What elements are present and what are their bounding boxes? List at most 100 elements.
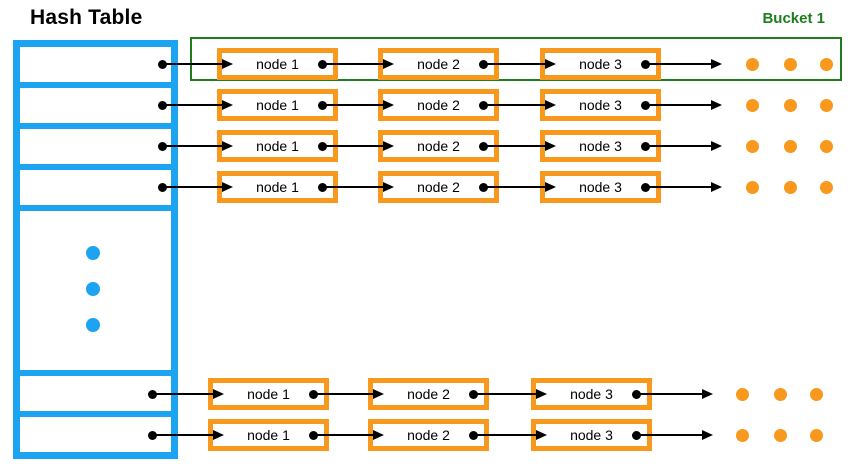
arrow-line: [322, 145, 385, 147]
arrow-head: [222, 182, 233, 192]
arrow-head: [383, 182, 394, 192]
node-label: node 2: [417, 138, 460, 154]
chain-ellipsis-dot: [745, 139, 759, 153]
arrow-head: [545, 59, 556, 69]
table-ellipsis-dot: [86, 282, 100, 296]
arrow-head: [702, 389, 713, 399]
chain-ellipsis-dot: [773, 387, 787, 401]
diagram-title: Hash Table: [30, 6, 143, 29]
chain-ellipsis-dot: [783, 180, 797, 194]
node-box: node 3: [531, 378, 652, 410]
node-label: node 1: [256, 56, 299, 72]
arrow-head: [711, 182, 722, 192]
arrow-line: [483, 104, 547, 106]
chain-ellipsis-dot: [809, 387, 823, 401]
chain-ellipsis-dot: [773, 428, 787, 442]
arrow-line: [636, 393, 704, 395]
arrow-head: [711, 100, 722, 110]
chain-ellipsis-dot: [783, 98, 797, 112]
node-label: node 3: [579, 97, 622, 113]
node-box: node 3: [540, 48, 661, 80]
arrow-line: [645, 63, 713, 65]
node-box: node 3: [540, 89, 661, 121]
bucket-1-label: Bucket 1: [762, 10, 825, 27]
arrow-head: [222, 100, 233, 110]
hash-slot-4: [20, 170, 171, 205]
arrow-head: [373, 430, 384, 440]
hash-slot-6: [20, 417, 171, 452]
arrow-line: [322, 63, 385, 65]
chain-ellipsis-dot: [783, 57, 797, 71]
arrow-line: [322, 186, 385, 188]
arrow-head: [213, 430, 224, 440]
chain-ellipsis-dot: [819, 57, 833, 71]
arrow-head: [536, 389, 547, 399]
hash-slot-1: [20, 47, 171, 82]
arrow-line: [483, 186, 547, 188]
arrow-line: [152, 393, 215, 395]
arrow-head: [222, 59, 233, 69]
node-label: node 2: [417, 179, 460, 195]
node-label: node 1: [256, 97, 299, 113]
arrow-line: [313, 393, 375, 395]
node-box: node 2: [368, 378, 489, 410]
arrow-line: [645, 186, 713, 188]
hash-table-array: [13, 40, 178, 459]
node-label: node 1: [247, 427, 290, 443]
arrow-line: [162, 63, 224, 65]
arrow-head: [545, 182, 556, 192]
arrow-head: [545, 100, 556, 110]
node-label: node 1: [247, 386, 290, 402]
arrow-head: [213, 389, 224, 399]
arrow-line: [313, 434, 375, 436]
node-label: node 2: [417, 56, 460, 72]
hash-slot-3: [20, 129, 171, 164]
arrow-head: [383, 59, 394, 69]
arrow-line: [645, 104, 713, 106]
arrow-head: [373, 389, 384, 399]
chain-ellipsis-dot: [745, 180, 759, 194]
hash-slot-5: [20, 376, 171, 411]
arrow-head: [222, 141, 233, 151]
bucket-1-outline: [190, 37, 842, 81]
arrow-line: [162, 145, 224, 147]
arrow-line: [162, 186, 224, 188]
arrow-head: [383, 141, 394, 151]
node-label: node 3: [579, 138, 622, 154]
arrow-line: [473, 393, 538, 395]
chain-ellipsis-dot: [819, 180, 833, 194]
hash-slot-2: [20, 88, 171, 123]
chain-ellipsis-dot: [735, 387, 749, 401]
node-label: node 1: [256, 179, 299, 195]
arrow-line: [636, 434, 704, 436]
arrow-line: [152, 434, 215, 436]
arrow-head: [545, 141, 556, 151]
arrow-head: [702, 430, 713, 440]
table-ellipsis-dot: [86, 318, 100, 332]
chain-ellipsis-dot: [819, 98, 833, 112]
arrow-line: [473, 434, 538, 436]
node-label: node 3: [570, 427, 613, 443]
node-label: node 2: [407, 427, 450, 443]
table-ellipsis-dot: [86, 246, 100, 260]
arrow-line: [322, 104, 385, 106]
node-label: node 3: [570, 386, 613, 402]
arrow-line: [483, 145, 547, 147]
arrow-line: [645, 145, 713, 147]
node-label: node 2: [407, 386, 450, 402]
chain-ellipsis-dot: [783, 139, 797, 153]
node-box: node 2: [378, 130, 499, 162]
node-label: node 2: [417, 97, 460, 113]
arrow-line: [483, 63, 547, 65]
arrow-head: [711, 59, 722, 69]
chain-ellipsis-dot: [745, 57, 759, 71]
node-label: node 1: [256, 138, 299, 154]
chain-ellipsis-dot: [735, 428, 749, 442]
node-label: node 3: [579, 56, 622, 72]
chain-ellipsis-dot: [819, 139, 833, 153]
arrow-head: [383, 100, 394, 110]
arrow-line: [162, 104, 224, 106]
chain-ellipsis-dot: [809, 428, 823, 442]
node-label: node 3: [579, 179, 622, 195]
